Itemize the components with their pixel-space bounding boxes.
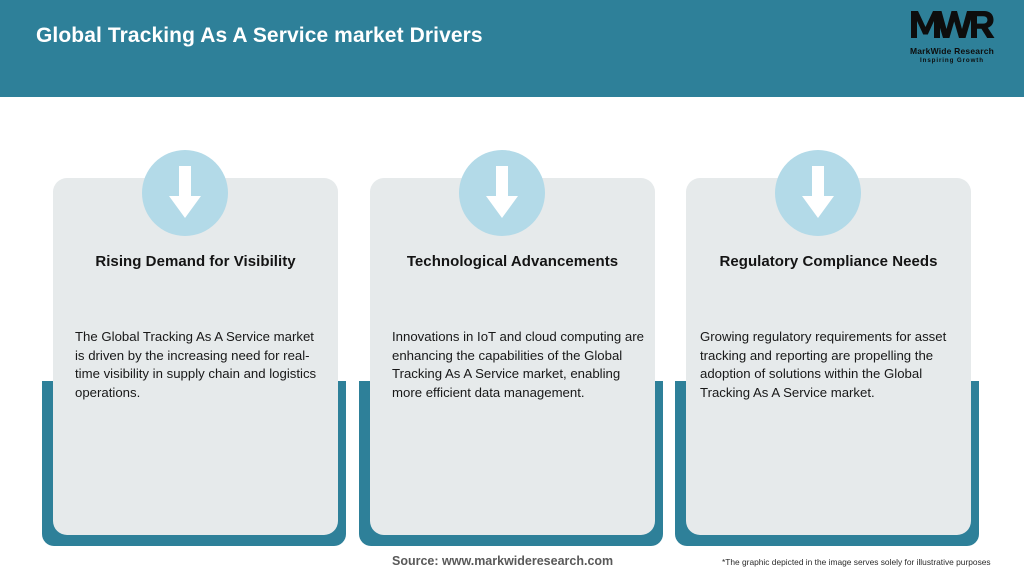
card-panel — [370, 178, 655, 535]
driver-card: Regulatory Compliance Needs Growing regu… — [673, 150, 979, 546]
card-body-text: Innovations in IoT and cloud computing a… — [392, 329, 644, 400]
mwr-logo-icon — [898, 8, 1006, 45]
disclaimer-note: *The graphic depicted in the image serve… — [722, 557, 991, 567]
card-panel — [686, 178, 971, 535]
source-label: Source: www.markwideresearch.com — [392, 554, 614, 568]
driver-card: Technological Advancements Innovations i… — [357, 150, 663, 546]
down-arrow-icon — [142, 150, 228, 236]
card-heading: Rising Demand for Visibility — [95, 253, 296, 270]
driver-card: Rising Demand for Visibility The Global … — [40, 150, 346, 546]
card-body-text: Growing regulatory requirements for asse… — [700, 329, 947, 400]
down-arrow-icon — [459, 150, 545, 236]
page-header: Global Tracking As A Service market Driv… — [0, 0, 1024, 97]
card-heading: Technological Advancements — [406, 253, 619, 270]
card-panel — [53, 178, 338, 535]
down-arrow-icon — [775, 150, 861, 236]
logo-company-name: MarkWide Research — [909, 46, 995, 56]
brand-logo: MarkWide Research Inspiring Growth — [898, 8, 1006, 66]
card-heading: Regulatory Compliance Needs — [719, 253, 938, 270]
page-title: Global Tracking As A Service market Driv… — [36, 24, 483, 47]
logo-tagline: Inspiring Growth — [920, 57, 984, 64]
card-body-text: The Global Tracking As A Service market … — [75, 329, 317, 400]
